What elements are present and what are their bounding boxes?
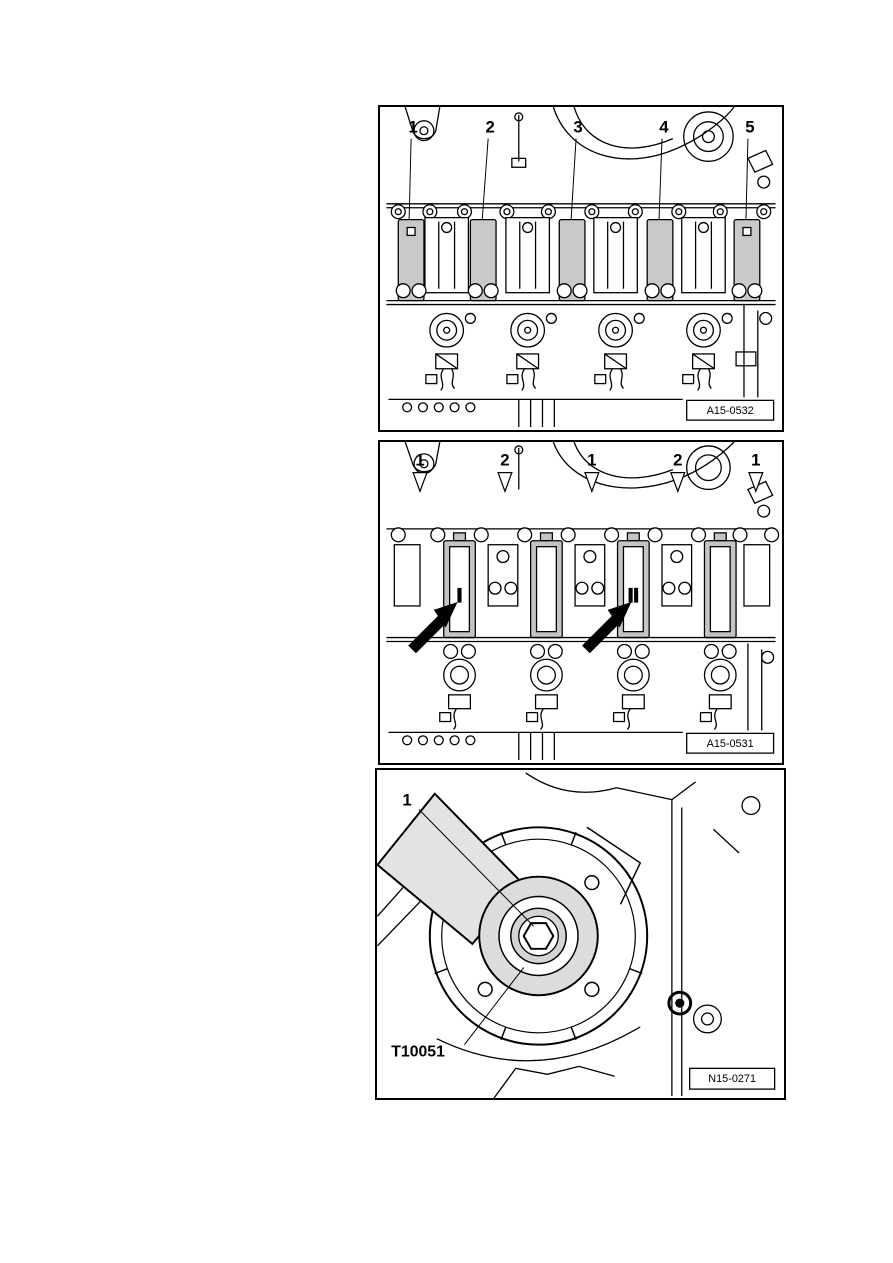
callout-label: 1 [415, 451, 424, 470]
sequence-arrow-icon [408, 602, 632, 654]
engine-head-illustration: 1 2 3 4 5 A15-0532 [386, 107, 776, 428]
vibration-damper [428, 826, 649, 1046]
callouts: 1 2 1 2 1 [412, 451, 764, 494]
callout-label: 3 [573, 118, 582, 137]
figure-code-badge: A15-0532 [686, 399, 775, 421]
figure-bearing-caps-sequence: I II [378, 440, 784, 765]
figure-crankshaft-damper-tool: 1 T10051 N15-0271 [375, 768, 786, 1100]
callout-label: 1 [408, 118, 417, 137]
tool-label: T10051 [391, 967, 525, 1061]
callouts: 1 [402, 791, 534, 927]
cylinder-head-detail: I II [386, 527, 780, 659]
figure-code: N15-0271 [708, 1073, 756, 1085]
injector-detail [388, 304, 773, 428]
figure-camshaft-caps-numbered: 1 2 3 4 5 A15-0532 [378, 105, 784, 432]
figure-code: A15-0532 [707, 405, 754, 417]
callouts: 1 2 3 4 5 [408, 118, 755, 220]
callout-label: 4 [659, 118, 669, 137]
cap-mark-label: II [628, 585, 639, 607]
figure-code-badge: N15-0271 [689, 1067, 776, 1090]
cylinder-head-detail [386, 204, 776, 306]
cap-mark-label: I [457, 585, 463, 607]
counterhold-tool [377, 792, 599, 997]
engine-head-illustration: I II [386, 442, 780, 761]
callout-label: 2 [485, 118, 494, 137]
callout-label: 1 [587, 451, 596, 470]
callout-label: 2 [673, 451, 682, 470]
injector-detail [388, 643, 775, 761]
bearing-caps [397, 218, 761, 302]
centre-bolt [510, 907, 567, 965]
callout-label: 1 [402, 791, 411, 810]
crankshaft-illustration: 1 T10051 N15-0271 [377, 772, 776, 1098]
callout-label: 2 [500, 451, 509, 470]
callout-label: 1 [751, 451, 760, 470]
figure-code-badge: A15-0531 [686, 732, 775, 754]
tool-label-text: T10051 [391, 1044, 445, 1061]
figure-code: A15-0531 [707, 738, 754, 750]
engine-top-detail [386, 107, 776, 209]
callout-label: 5 [745, 118, 754, 137]
engine-top-detail [386, 442, 776, 530]
